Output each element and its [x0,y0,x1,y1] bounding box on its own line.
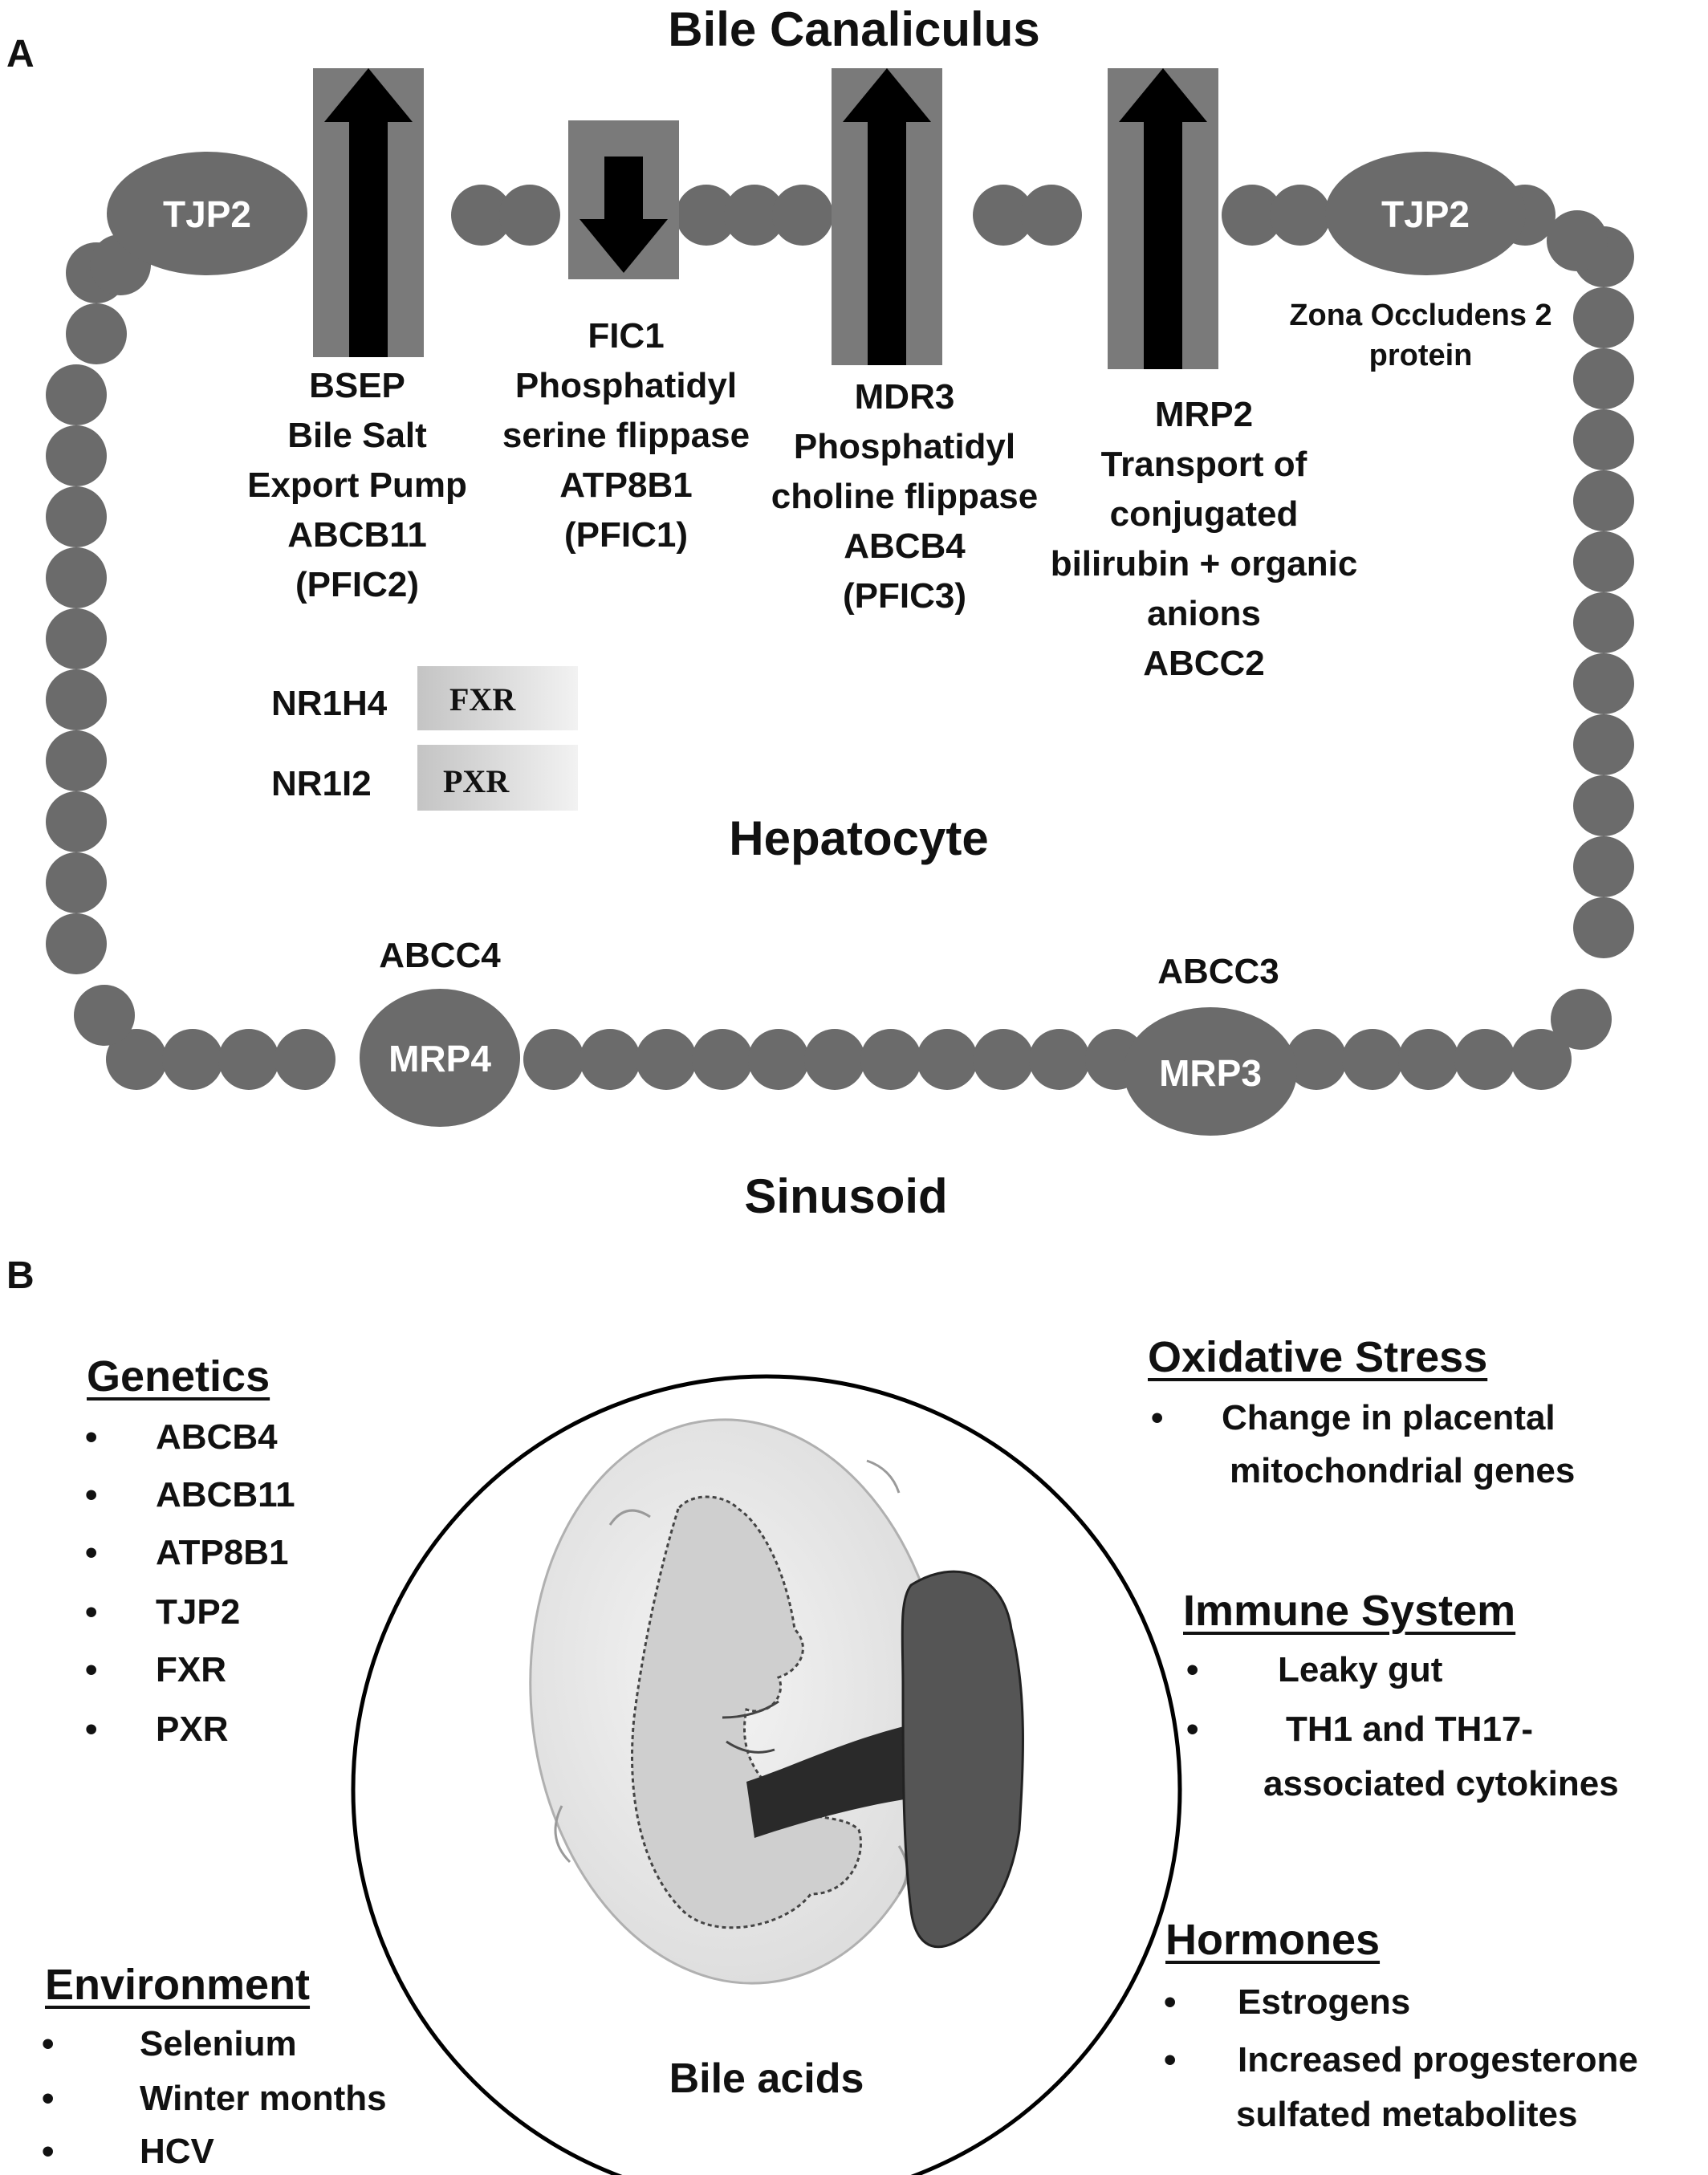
membrane-bead [46,364,107,425]
sinusoid-title: Sinusoid [744,1169,948,1223]
membrane-bead [973,185,1034,246]
membrane-bead [1573,592,1634,653]
mrp3-transporter [1124,1007,1297,1136]
mrp4-label: MRP4 [388,1038,491,1079]
fic1-label: FIC1 Phosphatidyl serine flippase ATP8B1… [502,316,750,555]
membrane-bead [1342,1029,1403,1090]
mrp2-transporter [1108,68,1218,369]
zona-occludens-caption: Zona Occludens 2 protein [1289,299,1552,372]
membrane-bead [1573,531,1634,592]
membrane-bead [74,985,135,1046]
bsep-label: BSEP Bile Salt Export Pump ABCB11 (PFIC2… [247,366,467,604]
mrp3-label: MRP3 [1159,1052,1262,1094]
genetics-heading: Genetics [87,1352,270,1401]
abcc4-label: ABCC4 [379,936,501,975]
membrane-bead [580,1029,640,1090]
tjp2-right-junction [1325,152,1526,275]
fic1-flippase [568,120,679,279]
bile-acids-label: Bile acids [669,2055,864,2102]
bile-canaliculus-title: Bile Canaliculus [668,2,1040,56]
tjp2-right-label: TJP2 [1381,193,1470,235]
membrane-bead [724,185,785,246]
oxidative-stress-heading: Oxidative Stress [1148,1333,1488,1381]
membrane-bead [46,852,107,913]
membrane-bead [46,791,107,852]
membrane-bead [1029,1029,1090,1090]
tjp2-left-label: TJP2 [163,193,251,235]
membrane-bead [46,486,107,547]
immune-system-item-cont: associated cytokines [1263,1764,1619,1803]
fxr-label: FXR [449,681,516,718]
membrane-bead [46,913,107,974]
mdr3-label: MDR3 Phosphatidyl choline flippase ABCB4… [771,377,1039,616]
membrane-bead [1573,775,1634,836]
membrane-bead [523,1029,584,1090]
membrane-bead [772,185,833,246]
mrp2-label: MRP2 Transport of conjugated bilirubin +… [1050,395,1358,683]
membrane-bead [1573,653,1634,714]
membrane-bead [1398,1029,1459,1090]
environment-heading: Environment [45,1961,311,2009]
mrp4-transporter [360,989,520,1127]
membrane-bead [917,1029,978,1090]
membrane-bead [1547,210,1608,271]
membrane-bead [106,1029,167,1090]
membrane-bead [46,730,107,791]
fetus-illustration [529,1418,1024,1985]
cell-membrane [46,185,1634,1090]
membrane-bead [66,303,127,364]
membrane-bead [162,1029,223,1090]
membrane-bead [676,185,737,246]
membrane-bead [1573,287,1634,348]
membrane-bead [692,1029,753,1090]
hepatocyte-title: Hepatocyte [729,811,989,865]
bsep-pump [313,68,424,357]
immune-system-heading: Immune System [1183,1587,1516,1635]
membrane-bead [1286,1029,1347,1090]
fxr-box [417,666,578,730]
membrane-bead [1270,185,1331,246]
membrane-bead [46,547,107,608]
membrane-bead [499,185,560,246]
oxidative-stress-item-cont: mitochondrial genes [1230,1451,1576,1490]
hormones-item-cont: sulfated metabolites [1236,2095,1578,2134]
membrane-bead [1511,1029,1572,1090]
membrane-bead [636,1029,697,1090]
hormones-heading: Hormones [1165,1916,1381,1964]
membrane-bead [46,608,107,669]
membrane-bead [860,1029,921,1090]
membrane-bead [804,1029,865,1090]
membrane-bead [46,425,107,486]
membrane-bead [1021,185,1082,246]
membrane-bead [1551,989,1612,1050]
membrane-bead [46,669,107,730]
membrane-bead [1222,185,1283,246]
membrane-bead [1573,836,1634,897]
membrane-bead [218,1029,279,1090]
membrane-bead [748,1029,809,1090]
membrane-bead [1573,409,1634,470]
membrane-bead [451,185,512,246]
tjp2-left-junction [107,152,307,275]
pxr-box [417,745,578,811]
nr1h4-gene-label: NR1H4 [271,684,388,723]
membrane-bead [274,1029,336,1090]
membrane-bead [1573,714,1634,775]
membrane-bead [973,1029,1034,1090]
membrane-bead [1573,897,1634,958]
membrane-bead [1573,348,1634,409]
panel-b-letter: B [6,1254,35,1297]
pxr-label: PXR [443,763,510,799]
abcc3-label: ABCC3 [1157,952,1279,991]
mdr3-flippase [832,68,942,365]
membrane-bead [1573,470,1634,531]
membrane-bead [1454,1029,1515,1090]
panel-a-letter: A [6,33,35,75]
nr1i2-gene-label: NR1I2 [271,764,372,803]
